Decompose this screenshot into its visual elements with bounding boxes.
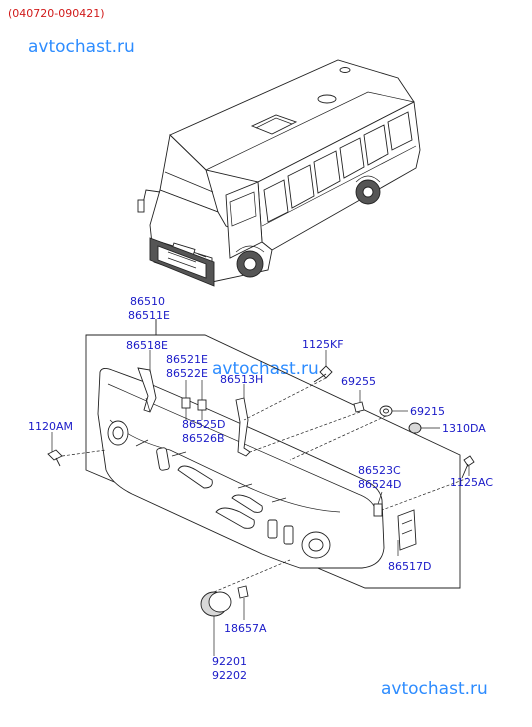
label-86510: 86510 [130,295,165,308]
bulb-18657A [237,585,249,599]
clip-86523C [373,503,383,517]
clip-86522E [197,399,207,411]
watermark-middle: avtochast.ru [212,359,319,379]
bracket-86517D [397,509,417,551]
bolt-1120AM [47,449,63,461]
label-18657A: 18657A [224,622,267,635]
label-86522E: 86522E [166,367,208,380]
nut-1310DA [408,422,422,434]
label-86517D: 86517D [388,560,431,573]
date-range: (040720-090421) [8,7,105,20]
label-69255: 69255 [341,375,376,388]
watermark-bottom: avtochast.ru [381,679,488,699]
label-92201: 92201 [212,655,247,668]
label-1310DA: 1310DA [442,422,486,435]
bolt-1125KF [319,365,333,379]
label-86526B: 86526B [182,432,225,445]
label-1125KF: 1125KF [302,338,344,351]
watermark-top: avtochast.ru [28,37,135,57]
label-86523C: 86523C [358,464,401,477]
label-92202: 92202 [212,669,247,682]
bus-illustration [137,59,421,287]
part-69255 [353,401,365,413]
label-86518E: 86518E [126,339,168,352]
label-86525D: 86525D [182,418,225,431]
front-bumper [97,367,385,569]
label-1125AC: 1125AC [450,476,493,489]
assembly-frame [85,319,461,589]
label-69215: 69215 [410,405,445,418]
label-1120AM: 1120AM [28,420,73,433]
label-86521E: 86521E [166,353,208,366]
bolt-1125AC [463,455,475,467]
leader-lines [51,350,470,656]
label-86511E: 86511E [128,309,170,322]
clip-86521E [181,397,191,409]
label-86524D: 86524D [358,478,401,491]
part-labels: 86510 86511E 86518E 86521E 86522E 86513H… [28,295,493,682]
label-86513H: 86513H [220,373,263,386]
